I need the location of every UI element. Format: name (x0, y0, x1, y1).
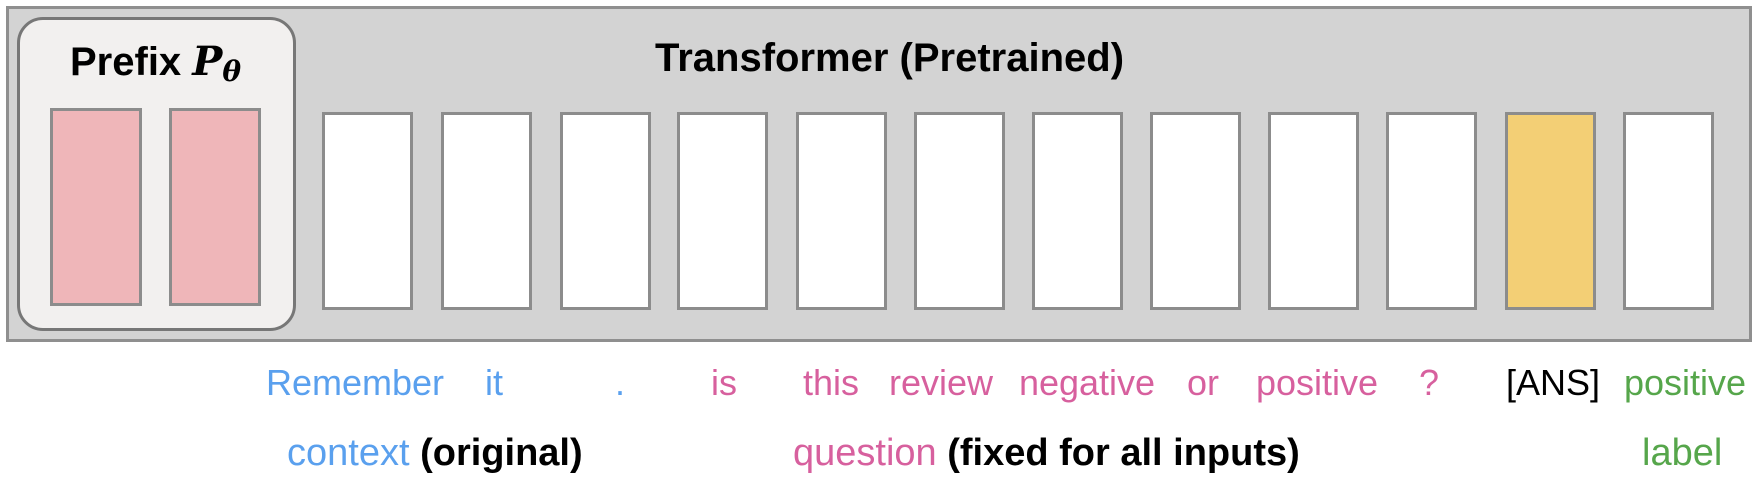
token-box-remember (322, 112, 413, 310)
prefix-title: Prefix Pθ (70, 38, 242, 88)
group-label: label (1642, 432, 1723, 474)
token-box-question-mark (1386, 112, 1477, 310)
group-context-label: context (287, 432, 410, 474)
token-word-remember: Remember (265, 362, 445, 403)
token-word-positive: positive (1255, 362, 1379, 403)
token-box-positive (1268, 112, 1359, 310)
token-box-is (677, 112, 768, 310)
prefix-symbol: P (192, 38, 223, 85)
token-box-or (1150, 112, 1241, 310)
token-word-is: is (711, 362, 737, 403)
token-word-or: or (1186, 362, 1220, 403)
group-question-label: question (793, 432, 937, 474)
token-box-period (560, 112, 651, 310)
token-box-review (914, 112, 1005, 310)
token-word-this: this (802, 362, 860, 403)
token-box-it (441, 112, 532, 310)
token-word-period: . (614, 362, 626, 403)
token-box-this (796, 112, 887, 310)
token-word-it: it (485, 362, 503, 403)
token-word-label: positive (1623, 362, 1747, 403)
transformer-title: Transformer (Pretrained) (655, 36, 1125, 80)
token-box-negative (1032, 112, 1123, 310)
token-word-review: review (888, 362, 994, 403)
group-question: question (fixed for all inputs) (793, 432, 1300, 475)
prefix-subscript: θ (222, 55, 242, 88)
group-question-note: (fixed for all inputs) (936, 432, 1300, 474)
group-context-note: (original) (409, 432, 583, 474)
token-word-negative: negative (1018, 362, 1156, 403)
prefix-token-1 (50, 108, 142, 306)
token-word-question-mark: ? (1418, 362, 1440, 403)
token-box-label (1623, 112, 1714, 310)
token-box-ans (1505, 112, 1596, 310)
token-word-ans: [ANS] (1505, 362, 1601, 403)
prefix-token-2 (169, 108, 261, 306)
group-context: context (original) (287, 432, 583, 475)
